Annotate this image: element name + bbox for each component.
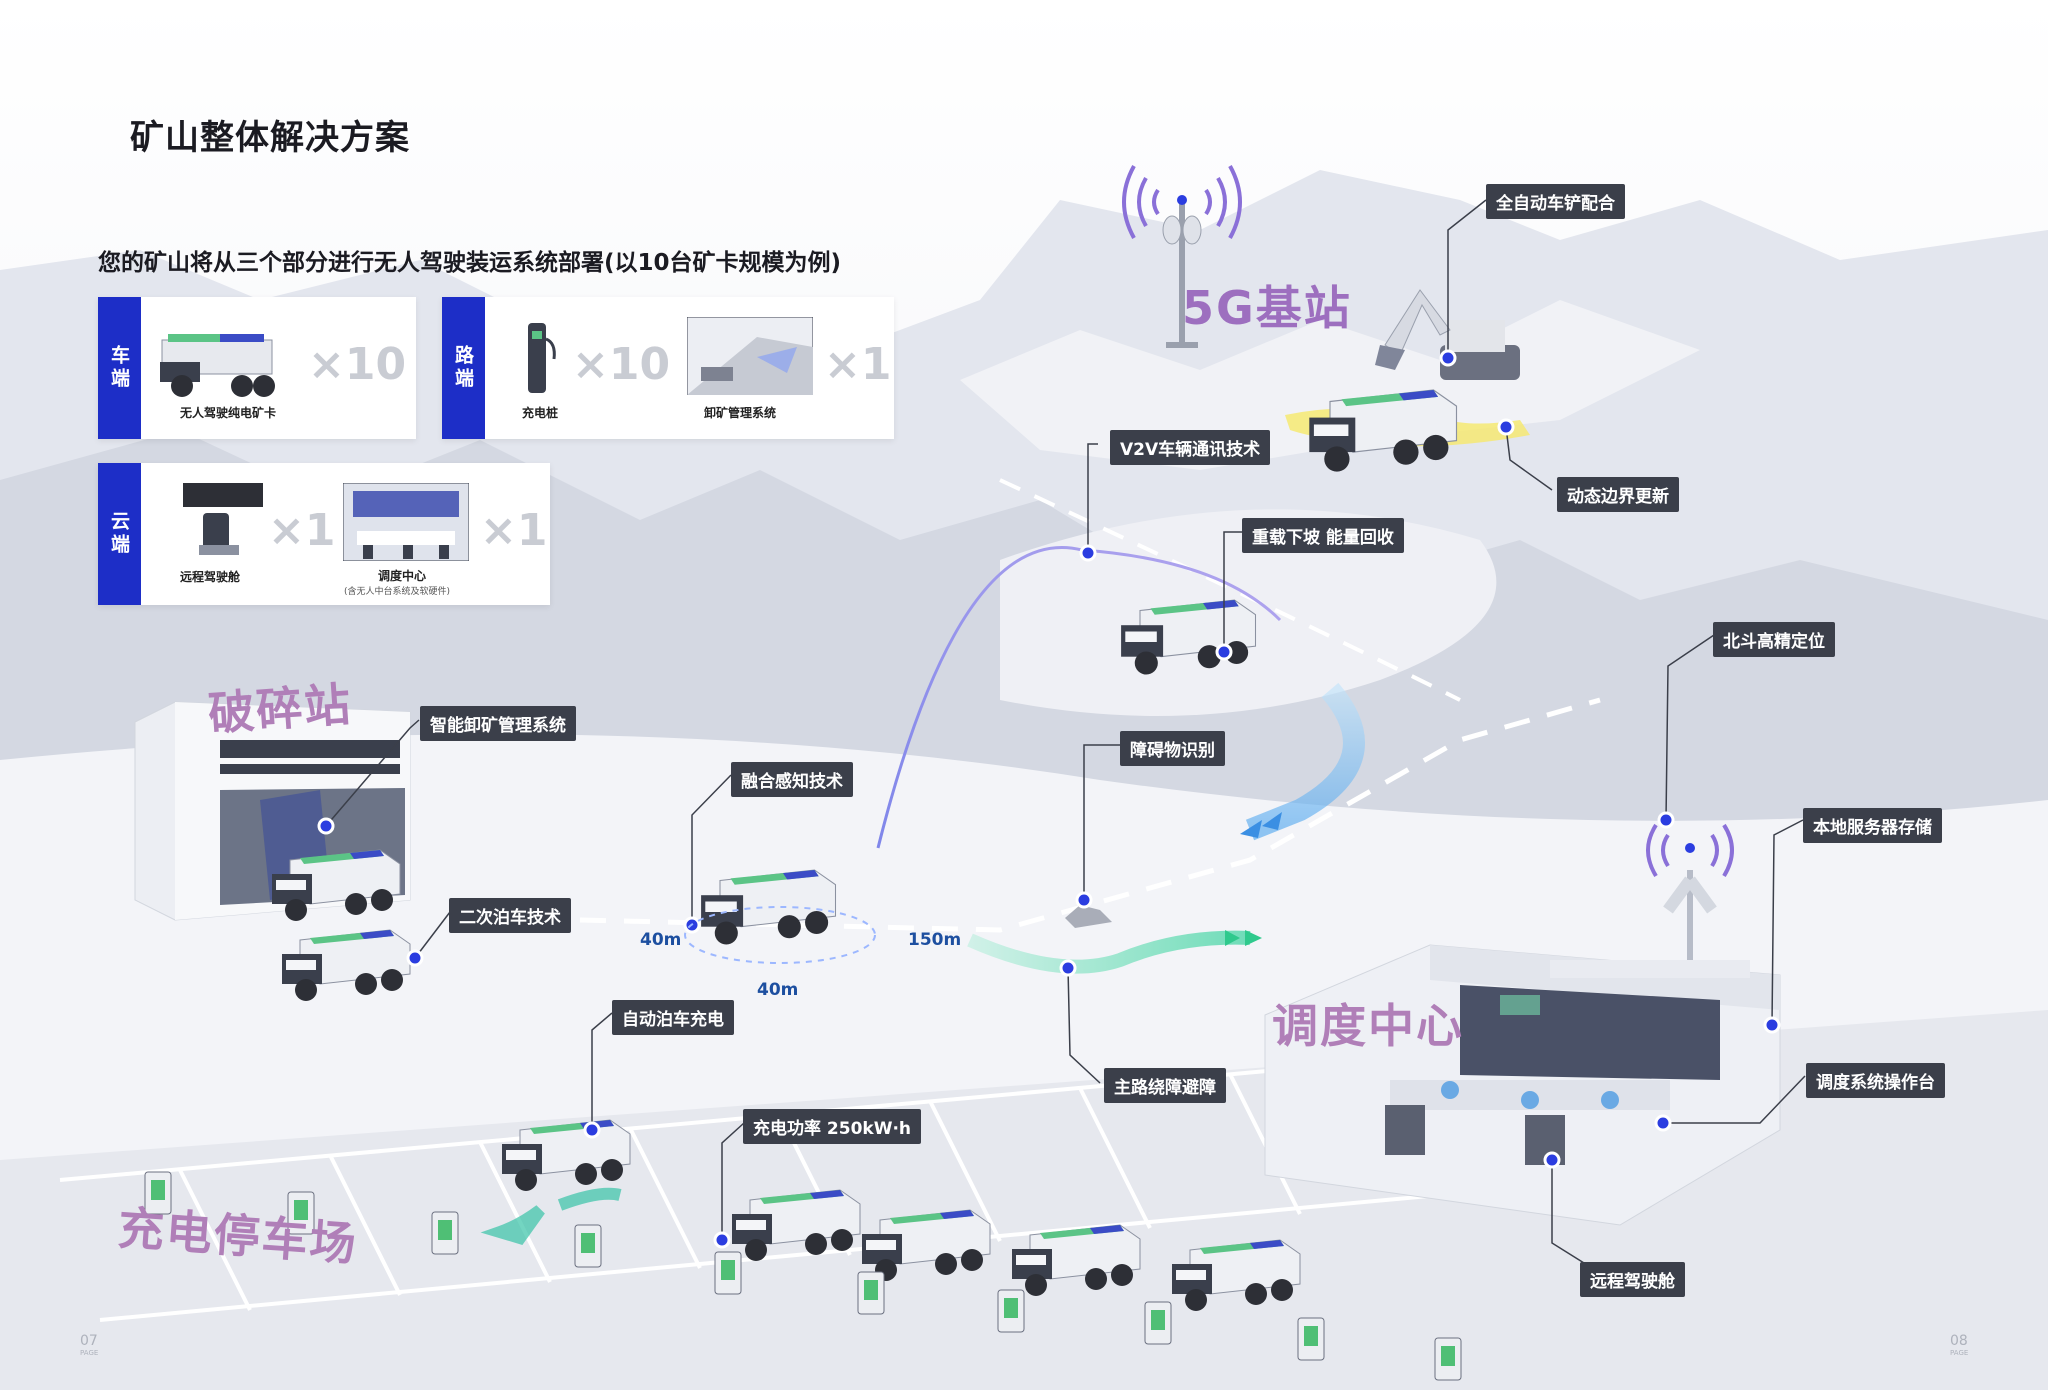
mining-truck-icon [502, 1119, 631, 1191]
dispatch-center-icon [343, 483, 469, 561]
leader-lines [325, 199, 1806, 1274]
charging-pile-icon [144, 1171, 172, 1215]
charging-pile-icon [431, 1211, 459, 1255]
card-vehicle: 车端 ×10 无人驾驶纯电矿卡 [98, 297, 416, 439]
mining-truck-icon [1309, 389, 1458, 472]
item-caption: 卸矿管理系统 [704, 406, 777, 420]
downhill-arrow-icon [1240, 812, 1282, 838]
mining-truck-icon [1121, 599, 1257, 675]
callout-autocharge: 自动泊车充电 [612, 1000, 734, 1035]
avoid-arrow-icon [1225, 930, 1262, 946]
charging-pile-icon [528, 323, 556, 393]
unloading-system-icon [687, 317, 813, 395]
callout-unload: 智能卸矿管理系统 [420, 706, 576, 741]
sensing-ring [684, 906, 876, 964]
callout-power: 充电功率 250kW·h [743, 1109, 922, 1144]
card-side-label: 车端 [98, 297, 141, 439]
callout-boundary: 动态边界更新 [1557, 477, 1679, 512]
distance-left: 40m [640, 930, 682, 950]
item-caption: 远程驾驶舱 [180, 570, 241, 584]
multiplier: ×10 [572, 339, 671, 390]
dispatch-center-building [1264, 823, 1781, 1226]
charging-pile-icon [997, 1289, 1025, 1333]
multiplier: ×1 [824, 339, 892, 390]
obstacle-rock-icon [1065, 905, 1112, 928]
parking-arrow-icon [480, 1187, 622, 1245]
card-side-label: 云端 [98, 463, 141, 605]
mining-truck-icon [732, 1189, 861, 1261]
distance-bottom: 40m [757, 980, 799, 1000]
item-caption: 充电桩 [522, 406, 559, 420]
downhill-path [1245, 682, 1365, 841]
item-caption: 调度中心 [378, 569, 427, 583]
callout-remote: 远程驾驶舱 [1580, 1262, 1685, 1297]
mining-truck-icon [272, 849, 401, 921]
callout-console: 调度系统操作台 [1806, 1063, 1945, 1098]
zone-dispatch-center: 调度中心 [1272, 999, 1464, 1053]
callout-avoid: 主路绕障避障 [1104, 1068, 1226, 1103]
mining-truck-icon [862, 1209, 991, 1281]
zone-crusher: 破碎站 [206, 677, 354, 741]
mining-truck-icon [282, 929, 411, 1001]
item-subcaption: (含无人中台系统及软硬件) [344, 587, 451, 597]
haul-road [579, 697, 1601, 933]
callout-obstacle: 障碍物识别 [1120, 731, 1225, 766]
multiplier: ×1 [268, 505, 336, 556]
card-side-label: 路端 [442, 297, 485, 439]
charging-pile-icon [1144, 1301, 1172, 1345]
mining-truck-icon [1012, 1224, 1141, 1296]
mining-truck-icon [160, 334, 275, 397]
card-road: 路端 ×10 充电桩 ×1 卸矿管理系统 [442, 297, 894, 439]
page-title: 矿山整体解决方案 [130, 118, 410, 158]
charging-pile-icon [287, 1191, 315, 1235]
item-caption: 无人驾驶纯电矿卡 [180, 406, 277, 420]
mining-truck-icon [1172, 1239, 1301, 1311]
callout-downhill: 重载下坡 能量回收 [1242, 518, 1404, 553]
callout-fusion: 融合感知技术 [731, 762, 853, 797]
callout-reverse: 二次泊车技术 [449, 898, 571, 933]
avoidance-path [967, 930, 1251, 974]
distance-right: 150m [908, 930, 962, 950]
callout-v2v: V2V车辆通讯技术 [1110, 430, 1271, 465]
charging-pile-icon [1297, 1317, 1325, 1361]
callout-beidou: 北斗高精定位 [1713, 622, 1835, 657]
upper-road [999, 478, 1461, 702]
page-subtitle: 您的矿山将从三个部分进行无人驾驶装运系统部署(以10台矿卡规模为例) [98, 250, 842, 276]
card-cloud: 云端 ×1 远程驾驶舱 ×1 调度中心 (含无人中台系统及软硬件) [98, 463, 550, 605]
charging-pile-icon [1434, 1337, 1462, 1381]
multiplier: ×1 [480, 505, 548, 556]
charging-pile-icon [714, 1251, 742, 1295]
callout-shovel: 全自动车铲配合 [1486, 184, 1625, 219]
5g-tower-icon [1122, 165, 1242, 348]
zone-5g-base-station: 5G基站 [1182, 281, 1352, 335]
charging-pile-icon [574, 1224, 602, 1268]
multiplier: ×10 [308, 339, 407, 390]
callout-server: 本地服务器存储 [1803, 808, 1942, 843]
charging-pile-icon [857, 1271, 885, 1315]
excavator-icon [1375, 289, 1520, 380]
remote-cockpit-icon [183, 483, 263, 555]
